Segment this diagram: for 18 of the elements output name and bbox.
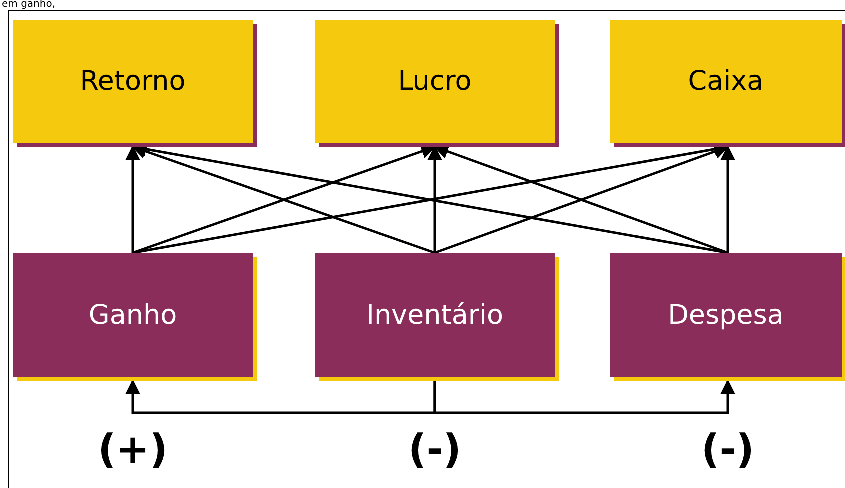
box-label: Lucro [398,66,472,97]
box-label: Inventário [366,300,504,330]
result-box [610,20,842,143]
box-label: Despesa [668,300,784,330]
sign-label: (-) [701,430,755,470]
arrow [428,146,442,253]
sign-label: (-) [408,430,462,470]
driver-box [315,253,555,377]
result-box [315,20,555,143]
result-box [13,20,253,143]
box-label: Caixa [688,66,764,97]
arrow [126,146,140,253]
driver-box [13,253,253,377]
box-label: Ganho [88,300,178,330]
arrow [720,146,736,253]
driver-box [610,253,842,377]
sign-label: (+) [98,430,168,470]
box-label: Retorno [80,66,186,97]
